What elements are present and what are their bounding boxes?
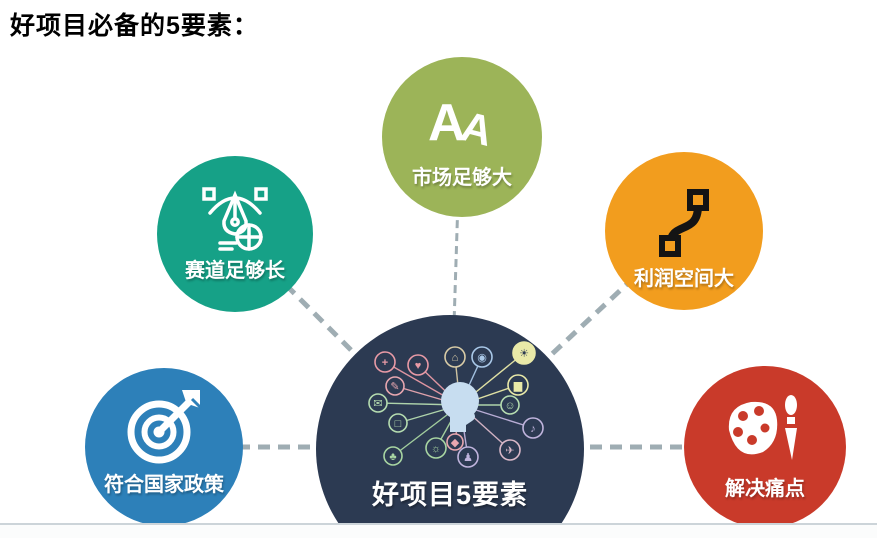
palette-brush-icon	[684, 390, 846, 470]
node-market-circle: A A 市场足够大	[382, 57, 542, 217]
chat-message-icon: ✉	[373, 398, 382, 410]
center-circle: + ♥ ✎ ✉ □ ♣ ☼ ◆ ♟ ✈ ♪ ☺ ▆ ☀ ◉ ⌂ 好项目5要素	[316, 315, 584, 538]
music-note-icon: ♪	[530, 423, 536, 435]
gear-icon: ☼	[431, 443, 441, 455]
head-silhouette-icon	[441, 382, 479, 432]
aa-letter-big: A	[428, 94, 466, 152]
bag-icon: ◆	[451, 437, 460, 449]
bezier-curve-icon	[605, 184, 763, 260]
mind-map-head-network-icon: + ♥ ✎ ✉ □ ♣ ☼ ◆ ♟ ✈ ♪ ☺ ▆ ☀ ◉ ⌂	[368, 341, 544, 468]
pen-tool-icon	[157, 182, 313, 258]
smiley-icon: ☺	[504, 400, 515, 412]
node-policy-label: 符合国家政策	[104, 474, 224, 496]
fruit-icon: ♣	[389, 451, 396, 463]
plane-icon: ✈	[505, 445, 514, 457]
tool-pencil-icon: ✎	[390, 381, 399, 393]
node-market-label: 市场足够大	[412, 167, 512, 189]
aa-lettermark-icon: A A	[382, 87, 542, 159]
page-title: 好项目必备的5要素：	[10, 12, 259, 40]
heart-icon: ♥	[415, 360, 422, 372]
node-policy-circle: 符合国家政策	[85, 368, 243, 526]
light-bulb-icon: ☀	[519, 348, 529, 360]
target-arrow-icon	[85, 390, 243, 466]
car-icon: ◉	[477, 352, 487, 364]
center-label: 好项目5要素	[371, 480, 529, 510]
node-profit-label: 利润空间大	[634, 268, 734, 290]
people-icon: ♟	[463, 452, 473, 464]
node-pain-circle: 解决痛点	[684, 366, 846, 528]
medical-plus-icon: +	[382, 357, 388, 369]
bar-chart-icon: ▆	[513, 380, 523, 392]
house-icon: ⌂	[452, 352, 459, 364]
node-track-label: 赛道足够长	[185, 260, 285, 282]
node-pain-label: 解决痛点	[725, 478, 805, 500]
node-track-circle: 赛道足够长	[157, 156, 313, 312]
node-profit-circle: 利润空间大	[605, 152, 763, 310]
tablet-icon: □	[395, 418, 402, 430]
footer-strip	[0, 523, 877, 538]
